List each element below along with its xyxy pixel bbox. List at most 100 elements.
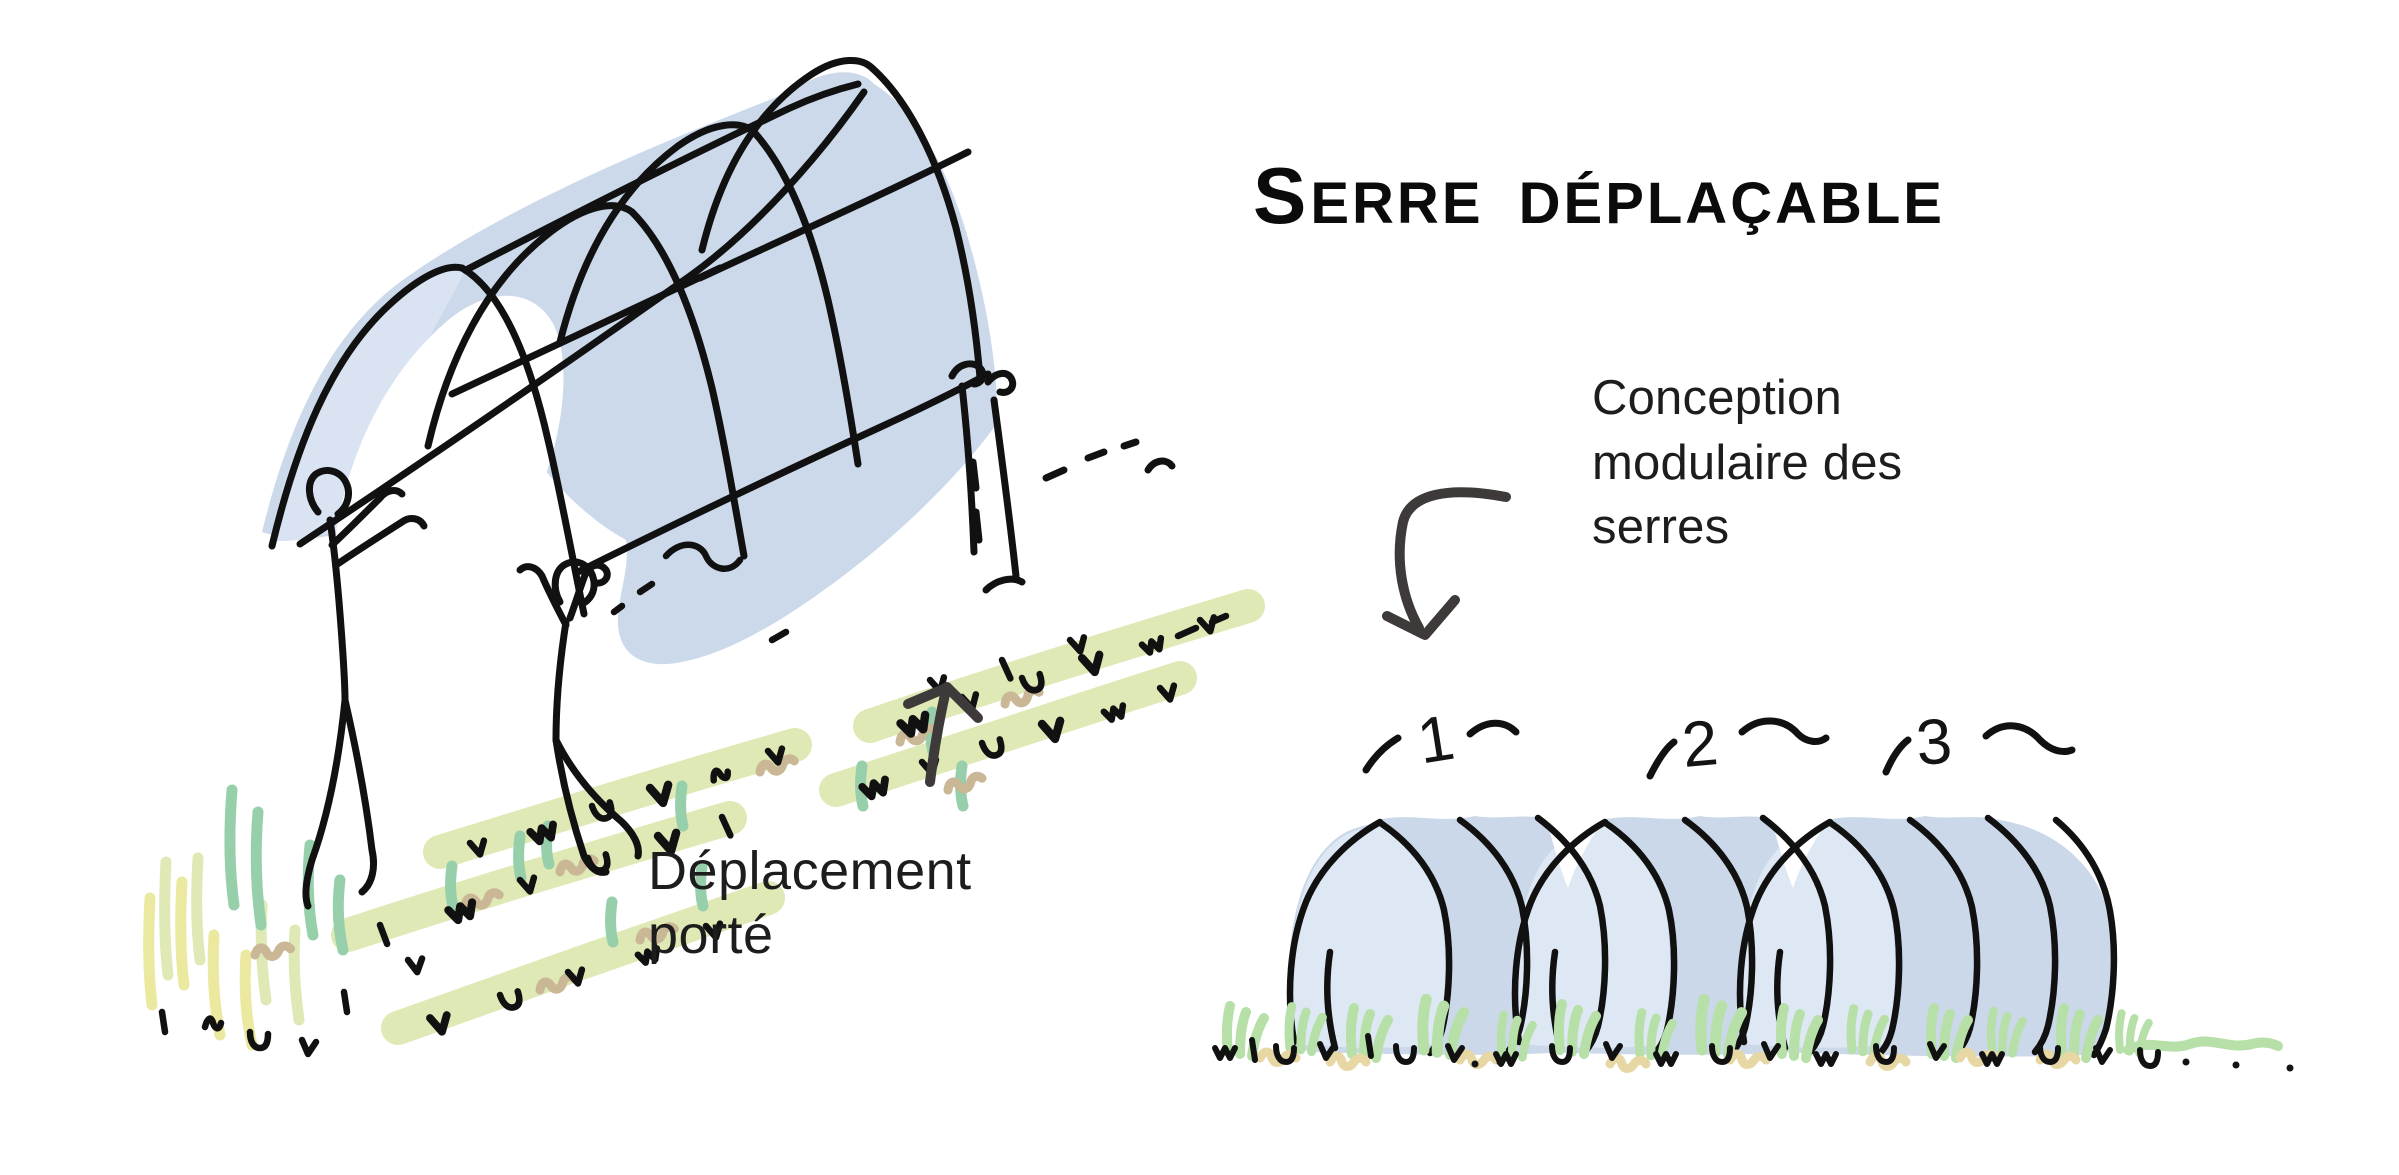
- plant-mark: [768, 628, 790, 644]
- grass-blade: [445, 860, 459, 912]
- arch-rib: [458, 264, 588, 618]
- annotation-conception-modulaire: Conception modulaire des serres: [1592, 371, 1903, 555]
- title-initial-letter: S: [1253, 151, 1311, 240]
- crop-row: [423, 728, 812, 869]
- bell-curve: [2052, 816, 2118, 1059]
- end-foot-hook: [982, 575, 1026, 594]
- ink-dot: [2286, 1064, 2294, 1072]
- tunnel-canopy-fill: [262, 72, 998, 665]
- arch-rib: [268, 263, 466, 550]
- label-flourishes: [1362, 717, 2076, 780]
- figure-hand: [516, 563, 546, 580]
- arch-rib: [698, 56, 876, 254]
- figure-leg: [341, 696, 378, 896]
- end-tick: [969, 458, 980, 492]
- plant-mark: [610, 602, 626, 616]
- ground-grass: [1215, 999, 2294, 1071]
- grass-blade: [332, 874, 349, 956]
- arch-rib: [628, 208, 748, 560]
- motion-dash: [1120, 438, 1140, 450]
- grass-blade: [175, 876, 190, 991]
- flourish: [1466, 719, 1520, 738]
- flourish: [1646, 738, 1678, 780]
- grass-blade: [605, 896, 619, 948]
- flourish: [1738, 717, 1830, 745]
- figure-body: [552, 618, 570, 744]
- module-number-1: 1: [1413, 701, 1459, 778]
- crop-row: [819, 661, 1197, 807]
- plant-mark: [662, 541, 744, 572]
- ink-dot: [1496, 1058, 1504, 1066]
- figure-hand: [581, 561, 611, 587]
- figure-arm: [332, 518, 406, 569]
- soil-mark: [1610, 1058, 1646, 1069]
- figure-hand: [398, 515, 428, 530]
- ridge-line: [462, 80, 862, 274]
- arrow-head: [1420, 595, 1460, 640]
- bell-curve: [1828, 820, 1903, 1057]
- grass-blade: [159, 856, 174, 981]
- plant-mark: [1656, 1054, 1676, 1064]
- figure-head: [306, 467, 352, 518]
- arrow-head: [942, 682, 983, 723]
- plant-mark: [302, 1040, 316, 1054]
- figure-leg: [302, 696, 349, 910]
- plant-mark: [162, 1012, 165, 1032]
- end-hook: [984, 370, 1017, 396]
- motion-dash: [1084, 448, 1108, 462]
- figure-leg: [552, 736, 610, 876]
- ink-dot: [2232, 1061, 2240, 1069]
- title-rest: ERRE DÉPLAÇABLE: [1310, 171, 1945, 236]
- bell-curve: [1511, 818, 1609, 1046]
- arrow-shaft: [925, 685, 951, 787]
- bell-curve: [1906, 816, 1981, 1057]
- end-tick: [972, 508, 983, 544]
- plant-mark: [2140, 1050, 2158, 1066]
- plant-scribbles: [162, 541, 1230, 1054]
- ink-dot: [2182, 1058, 2190, 1066]
- arch-rib: [750, 128, 862, 468]
- crop-row: [853, 589, 1265, 743]
- crop-row: [381, 881, 785, 1045]
- grass-wave: [2123, 1036, 2283, 1055]
- motion-curl: [1144, 457, 1176, 474]
- stick-figure-middle: [516, 558, 642, 876]
- bell-curve: [1736, 818, 1834, 1046]
- purlin-line: [448, 264, 724, 398]
- curved-arrow-icon: [1382, 487, 1511, 640]
- motion-dash: [1042, 466, 1068, 482]
- plant-mark: [344, 992, 347, 1012]
- flourish: [1362, 734, 1402, 774]
- grass-blade: [250, 806, 267, 931]
- bell-curve: [1759, 814, 1834, 1056]
- bell-curve: [1324, 948, 1339, 1052]
- plant-mark: [1174, 624, 1200, 640]
- end-post: [958, 382, 978, 556]
- figure-head: [551, 558, 598, 608]
- end-post: [990, 396, 1020, 580]
- figure-hand: [376, 487, 406, 502]
- tunnel-greenhouse-sketch: [143, 56, 1265, 1054]
- tunnel-frame: [268, 56, 1176, 618]
- plant-mark: [1252, 1040, 1255, 1060]
- module-number-3: 3: [1914, 705, 1955, 779]
- module-number-2: 2: [1679, 706, 1721, 781]
- figure-leg: [552, 736, 642, 860]
- purlin-line: [696, 148, 972, 282]
- figure-arm: [328, 494, 384, 549]
- grass-blade: [288, 924, 305, 1026]
- soil-mark: [1730, 1054, 1766, 1065]
- plant-mark: [636, 580, 656, 596]
- grass-blade: [143, 892, 158, 1011]
- plant-mark: [1816, 1054, 1836, 1064]
- end-hook: [948, 360, 987, 388]
- plant-mark: [250, 1032, 268, 1048]
- modular-greenhouse-sketch: 1 2 3: [1215, 487, 2294, 1071]
- caption-deplacement-porte: Déplacement porté: [648, 841, 972, 965]
- grass-blade: [513, 830, 527, 884]
- soil-mark: [1330, 1056, 1366, 1067]
- grass-blade: [224, 784, 240, 911]
